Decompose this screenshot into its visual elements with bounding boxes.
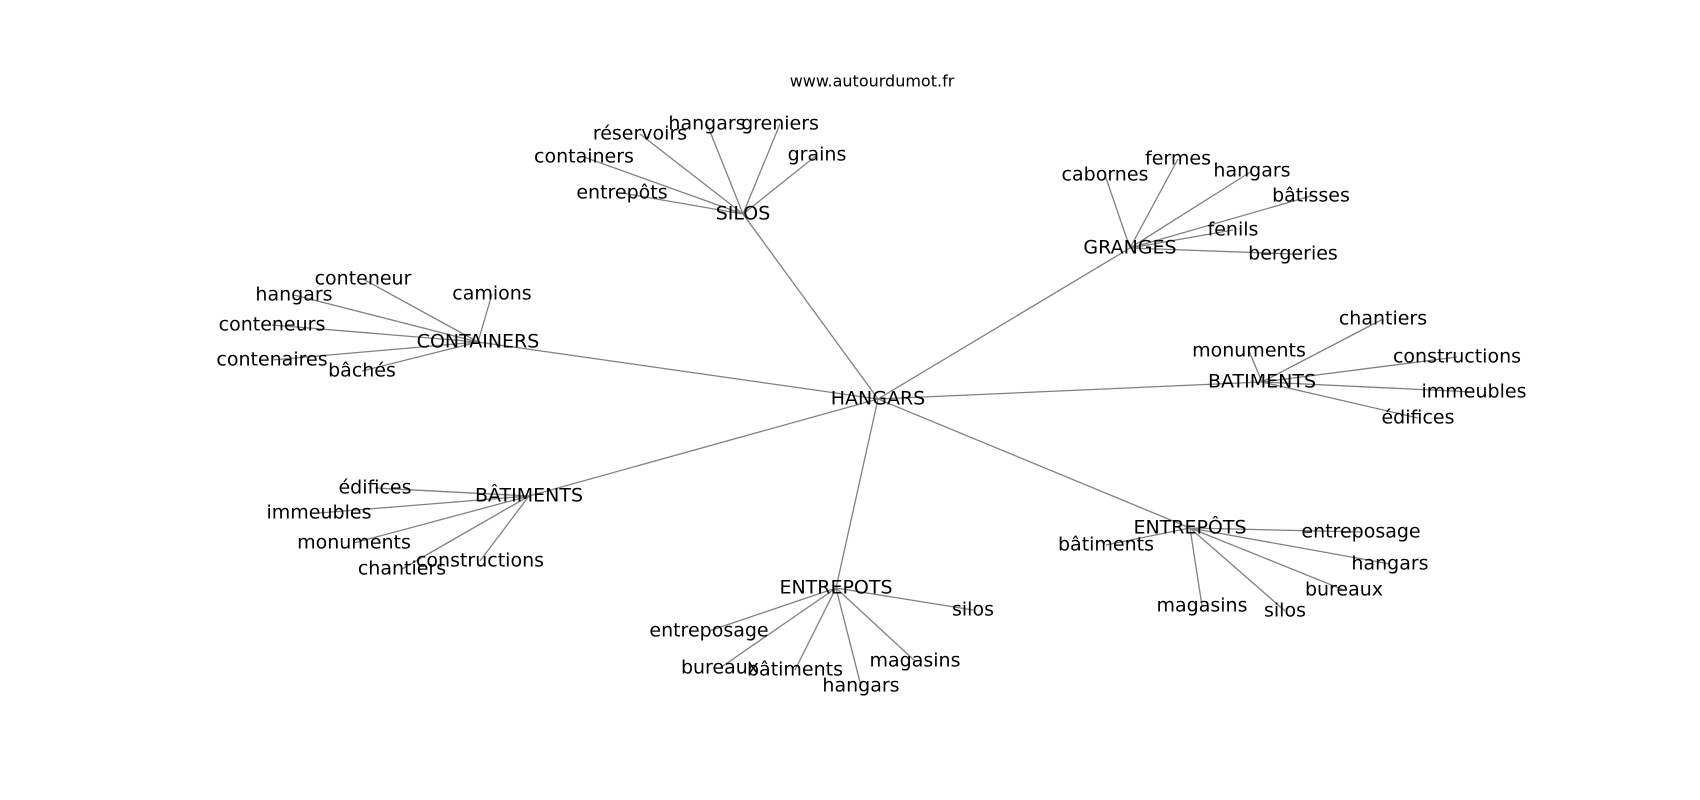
edge-entrepots-hangars [835, 587, 862, 687]
edge-batiments-monuments [353, 495, 530, 544]
edge-batiments-monuments [1248, 350, 1263, 383]
root-node-hangars[interactable]: HANGARS [831, 388, 925, 410]
cluster-node-batiments[interactable]: BATIMENTS [1208, 371, 1316, 393]
edge-entrepots-magasins [1189, 527, 1203, 607]
leaf-node-entrepots-batiments[interactable]: bâtiments [747, 659, 843, 681]
edge-batiments-immeubles [318, 495, 530, 514]
leaf-node-entrepots-silos[interactable]: silos [952, 599, 994, 621]
edge-granges-cabornes [1104, 174, 1131, 249]
leaf-node-containers-baches[interactable]: bâchés [328, 360, 396, 382]
edge-containers-baches [361, 341, 479, 372]
leaf-node-batiments-chantiers[interactable]: chantiers [1339, 308, 1427, 330]
edge-batiments-chantiers [401, 495, 530, 570]
edge-entrepots-silos [835, 587, 974, 611]
leaf-node-batiments-monuments[interactable]: monuments [297, 532, 411, 554]
edge-batiments-edifices [1261, 381, 1419, 419]
leaf-node-entrepots-entreposage[interactable]: entreposage [1301, 521, 1420, 543]
leaf-node-silos-containers[interactable]: containers [534, 146, 634, 168]
leaf-node-batiments-chantiers[interactable]: chantiers [358, 558, 446, 580]
edge-silos-reservoirs [639, 133, 744, 215]
edge-batiments-immeubles [1261, 381, 1475, 393]
leaf-node-containers-contenaires[interactable]: contenaires [216, 349, 327, 371]
leaf-node-granges-cabornes[interactable]: cabornes [1062, 164, 1149, 186]
cluster-node-entrepots[interactable]: ENTREPÔTS [1133, 515, 1246, 539]
edge-containers-hangars [293, 294, 479, 343]
leaf-node-granges-bergeries[interactable]: bergeries [1248, 243, 1338, 265]
leaf-node-silos-grains[interactable]: grains [788, 144, 847, 166]
edge-entrepots-silos [1189, 527, 1286, 612]
leaf-node-entrepots-entreposage[interactable]: entreposage [649, 620, 768, 642]
leaf-node-entrepots-bureaux[interactable]: bureaux [681, 657, 759, 679]
leaf-node-granges-batisses[interactable]: bâtisses [1272, 185, 1350, 207]
leaf-node-batiments-edifices[interactable]: édifices [338, 477, 411, 499]
leaf-node-containers-conteneur[interactable]: conteneur [315, 268, 412, 290]
edge-entrepots-bureaux [719, 587, 837, 669]
edge-granges-hangars [1129, 170, 1253, 249]
edge-batiments-chantiers [1261, 318, 1384, 383]
leaf-node-containers-camions[interactable]: camions [452, 283, 531, 305]
leaf-node-silos-reservoirs[interactable]: réservoirs [593, 123, 687, 145]
leaf-node-containers-conteneurs[interactable]: conteneurs [219, 314, 326, 336]
leaf-node-entrepots-bureaux[interactable]: bureaux [1305, 579, 1383, 601]
leaf-node-batiments-edifices[interactable]: édifices [1381, 407, 1454, 429]
edge-silos-greniers [742, 123, 781, 215]
leaf-node-batiments-monuments[interactable]: monuments [1192, 340, 1306, 362]
edge-containers-conteneurs [271, 324, 479, 343]
leaf-node-entrepots-silos[interactable]: silos [1264, 600, 1306, 622]
edge-entrepots-batiments [1105, 527, 1191, 546]
edge-root-batiments [877, 381, 1263, 400]
edge-silos-hangars [706, 123, 744, 215]
edge-granges-bergeries [1129, 247, 1294, 255]
edge-granges-fenils [1129, 229, 1234, 249]
edge-root-entrepots [877, 398, 1191, 529]
leaf-node-batiments-immeubles[interactable]: immeubles [267, 502, 372, 524]
cluster-node-containers[interactable]: CONTAINERS [417, 331, 540, 353]
edge-granges-fermes [1129, 158, 1179, 249]
leaf-node-batiments-immeubles[interactable]: immeubles [1422, 381, 1527, 403]
leaf-node-granges-hangars[interactable]: hangars [1213, 160, 1290, 182]
cluster-node-silos[interactable]: SILOS [716, 203, 771, 225]
edge-entrepots-entreposage [708, 587, 837, 632]
edge-granges-batisses [1129, 195, 1312, 249]
edge-root-entrepots [835, 398, 879, 589]
edge-entrepots-hangars [1189, 527, 1391, 565]
leaf-node-entrepots-hangars[interactable]: hangars [1351, 553, 1428, 575]
edge-containers-contenaires [271, 341, 479, 361]
edge-entrepots-magasins [835, 587, 916, 662]
edge-batiments-edifices [374, 487, 530, 497]
edge-batiments-constructions [479, 495, 530, 562]
edge-entrepots-bureaux [1189, 527, 1345, 591]
cluster-node-granges[interactable]: GRANGES [1083, 237, 1176, 259]
edge-containers-camions [477, 293, 493, 343]
leaf-node-entrepots-batiments[interactable]: bâtiments [1058, 534, 1154, 556]
edge-root-batiments [528, 398, 879, 497]
edge-root-granges [877, 247, 1131, 400]
leaf-node-silos-greniers[interactable]: greniers [741, 113, 819, 135]
edge-root-containers [477, 341, 879, 400]
graph-labels: www.autourdumot.fr hangarsgreniersréserv… [216, 72, 1526, 697]
site-watermark: www.autourdumot.fr [790, 72, 955, 91]
leaf-node-granges-fenils[interactable]: fenils [1208, 219, 1259, 241]
leaf-node-entrepots-magasins[interactable]: magasins [1157, 595, 1248, 617]
leaf-node-silos-entrepots[interactable]: entrepôts [576, 182, 667, 204]
edge-silos-containers [583, 156, 744, 215]
leaf-node-granges-fermes[interactable]: fermes [1145, 148, 1211, 170]
cluster-node-batiments[interactable]: BÂTIMENTS [475, 484, 583, 507]
edge-batiments-constructions [1261, 356, 1458, 383]
leaf-node-batiments-constructions[interactable]: constructions [1393, 346, 1521, 368]
leaf-node-batiments-constructions[interactable]: constructions [416, 550, 544, 572]
edge-entrepots-entreposage [1189, 527, 1362, 533]
edge-silos-grains [742, 154, 818, 215]
leaf-node-containers-hangars[interactable]: hangars [255, 284, 332, 306]
edge-containers-conteneur [362, 278, 479, 343]
leaf-node-entrepots-magasins[interactable]: magasins [870, 650, 961, 672]
edge-entrepots-batiments [794, 587, 837, 671]
edge-silos-entrepots [621, 192, 744, 215]
edge-root-silos [742, 213, 879, 400]
cluster-node-entrepots[interactable]: ENTREPOTS [779, 577, 892, 599]
graph-edges [271, 123, 1475, 687]
leaf-node-silos-hangars[interactable]: hangars [668, 113, 745, 135]
leaf-node-entrepots-hangars[interactable]: hangars [822, 675, 899, 697]
